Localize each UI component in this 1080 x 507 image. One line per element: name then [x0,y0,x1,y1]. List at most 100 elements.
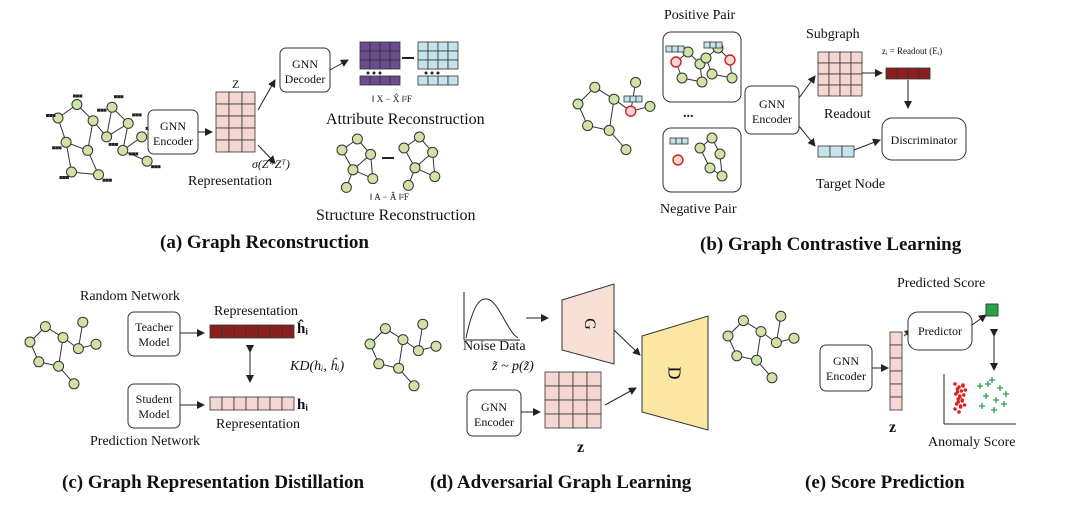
representation-cell [215,103,230,117]
pos-attr-cell [671,45,679,53]
graph-node [417,318,429,330]
representation-cell [228,139,243,153]
graph-node [68,378,80,390]
panel-c [24,311,295,429]
gnn-encoder-b-label: GNN Encoder [752,97,792,126]
graph-node [93,169,104,181]
anomaly-point [954,402,959,406]
attribute-cyan-cell [437,41,449,52]
graph-node [141,155,153,167]
generator-label: G [580,318,598,330]
representation-cell [228,103,243,117]
node-attribute-tag [138,113,142,117]
gnn-encoder-a-label: GNN Encoder [153,119,193,148]
subgraph-cell [850,73,863,86]
anomaly-point [953,407,957,411]
representation-matrix-a [215,91,256,153]
graph-node [603,124,615,136]
graph-node [351,133,363,145]
z-e-cell [889,331,903,346]
z-d-cell [558,385,574,401]
representation-cell [241,115,256,129]
anomaly-point [959,389,964,393]
anomaly-point [956,397,960,401]
z-vector-e [889,331,903,411]
subgraph-cell [850,62,863,75]
ellipsis-dot [436,71,440,75]
z-d-cell [572,413,588,429]
attribute-purple-cell [369,59,381,70]
subgraph-cell [839,62,852,75]
panel-b [572,31,967,193]
node-attribute-tag [111,142,115,146]
graph-node [731,350,743,362]
z-d-cell [572,385,588,401]
graph-node [413,131,425,143]
graph-node [589,81,601,93]
z-d-cell [544,371,560,387]
subgraph-cell [828,84,841,97]
subgraph-cell [828,73,841,86]
graph-node [572,98,584,110]
node-attribute-tag [100,108,104,112]
node-attribute-tag [72,94,76,98]
representation-label-a: Representation [188,174,272,189]
readout-formula: zᵢ = Readout (Eᵢ) [882,46,943,56]
attribute-cyan-cell [437,75,449,86]
graph-node [82,144,94,156]
z-d-cell [572,371,588,387]
z-d-cell [586,399,602,415]
normal-point [991,407,997,413]
graph-node [66,166,77,178]
attribute-cyan-cell [417,50,429,61]
input-graph-a [46,94,161,182]
prediction-network-label: Prediction Network [90,434,201,449]
node-attribute-tag [46,114,49,117]
pos-attr-cell [715,41,723,49]
attribute-cyan-cell [437,50,449,61]
anomaly-score-label: Anomaly Score [928,435,1016,450]
student-model-box [127,383,181,429]
z-d-cell [572,399,588,415]
graph-node [72,343,84,355]
graph-node [101,131,113,143]
z-e-cell [889,357,903,372]
subgraph-label: Subgraph [806,27,860,42]
graph-node [364,338,376,350]
graph-node [373,358,385,370]
graph-node [402,179,414,191]
graph-node [60,136,72,148]
normal-point [1001,401,1007,407]
subgraph-cell [817,73,830,86]
input-graph-c [24,316,102,390]
graph-node [24,336,36,348]
node-attribute-tag [157,165,161,169]
pos-attr-cell [665,45,673,53]
generator-shape [561,283,615,365]
target-node [724,54,736,66]
graph-node [714,148,726,160]
graph-node [365,148,377,160]
teacher-representation-vector [209,324,295,339]
ellipsis-dot [372,71,376,75]
z-d-cell [586,371,602,387]
gnn-encoder-d-label: GNN Encoder [474,400,514,429]
node-attribute-tag [52,146,56,150]
representation-cell [228,115,243,129]
graph-node [397,334,409,346]
attribute-purple-cell [369,50,381,61]
anomaly-point [953,382,957,386]
graph-node [737,315,749,327]
target-cell [829,145,843,158]
attribute-purple-cell [359,41,371,52]
z-matrix-d [544,371,602,429]
graph-node [408,380,420,392]
attribute-cyan-cell [437,59,449,70]
anomaly-point [954,392,958,396]
attribute-cyan-cell [447,59,459,70]
representation-cell [241,139,256,153]
graph-node [722,330,734,342]
target-node-label: Target Node [816,177,886,192]
node-attribute-tag [115,142,118,146]
attribute-purple-cell [379,41,391,52]
